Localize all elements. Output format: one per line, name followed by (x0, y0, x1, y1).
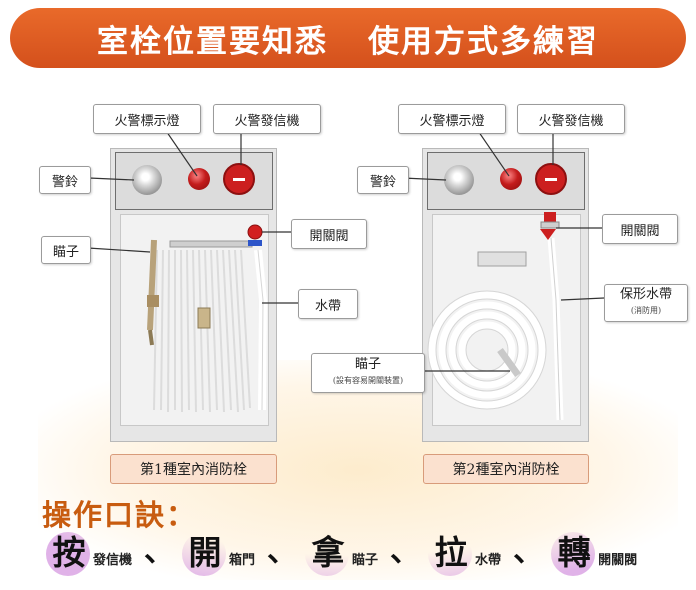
label-hose: 水帶 (298, 289, 358, 319)
label-bell: 警鈴 (39, 166, 91, 194)
title-right: 使用方式多練習 (368, 23, 599, 60)
label-indicator-light: 火警標示燈 (398, 104, 506, 134)
coiled-hose-illustration (428, 291, 546, 409)
label-valve: 開關閥 (602, 214, 678, 244)
separator: 、 (144, 534, 175, 569)
step-pull: 拉 水帶 (428, 530, 501, 576)
step-small-text: 發信機 (93, 553, 133, 568)
label-hose-sub: (消防用) (630, 306, 662, 315)
step-open: 開 箱門 (182, 530, 255, 576)
step-small-text: 開關閥 (598, 553, 638, 568)
title-banner: 室栓位置要知悉 使用方式多練習 (10, 8, 686, 68)
label-nozzle: 瞄子 (41, 236, 91, 264)
label-hose-main: 保形水帶 (619, 287, 672, 302)
alarm-button-icon (223, 163, 255, 195)
separator: 、 (390, 534, 421, 569)
label-fire-alarm: 火警發信機 (213, 104, 321, 134)
label-bell: 警鈴 (357, 166, 409, 194)
name-type2-hydrant: 第2種室內消防栓 (423, 454, 589, 484)
name-type1-hydrant: 第1種室內消防栓 (110, 454, 277, 484)
hose-reel-bracket (477, 251, 527, 267)
step-small-text: 瞄子 (352, 553, 379, 568)
bell-icon (132, 165, 162, 195)
indicator-light-icon (500, 168, 522, 190)
indicator-light-icon (188, 168, 210, 190)
step-small-text: 箱門 (229, 553, 256, 568)
step-big-char: 拿 (305, 530, 351, 576)
step-big-char: 轉 (551, 530, 597, 576)
hose-coupling (197, 307, 211, 329)
step-big-char: 開 (182, 530, 228, 576)
nozzle-icon (147, 239, 159, 346)
operation-title: 操作口訣： (42, 498, 198, 532)
title-left: 室栓位置要知悉 (97, 23, 328, 60)
valve-icon-type2 (540, 212, 560, 240)
label-fire-alarm: 火警發信機 (517, 104, 625, 134)
label-shape-retaining-hose: 保形水帶 (消防用) (604, 284, 688, 322)
step-press: 按 發信機 (46, 530, 132, 576)
step-small-text: 水帶 (475, 553, 502, 568)
step-turn: 轉 開關閥 (551, 530, 637, 576)
hose-rack-bar (169, 240, 253, 248)
separator: 、 (513, 534, 544, 569)
folded-hose-illustration (153, 249, 251, 413)
label-nozzle-sub: (設有容易開關裝置) (332, 376, 404, 385)
step-take: 拿 瞄子 (305, 530, 378, 576)
valve-icon (247, 224, 268, 411)
bell-icon (444, 165, 474, 195)
nozzle-icon-type2 (497, 347, 521, 378)
label-valve: 開關閥 (291, 219, 367, 249)
label-nozzle-type2: 瞄子 (設有容易開關裝置) (311, 353, 425, 393)
alarm-button-icon (535, 163, 567, 195)
label-indicator-light: 火警標示燈 (93, 104, 201, 134)
label-nozzle-main: 瞄子 (354, 357, 381, 372)
step-big-char: 拉 (428, 530, 474, 576)
step-big-char: 按 (46, 530, 92, 576)
separator: 、 (267, 534, 298, 569)
operation-steps: 按 發信機 、 開 箱門 、 拿 瞄子 、 拉 水帶 、 轉 開關閥 (46, 528, 676, 576)
